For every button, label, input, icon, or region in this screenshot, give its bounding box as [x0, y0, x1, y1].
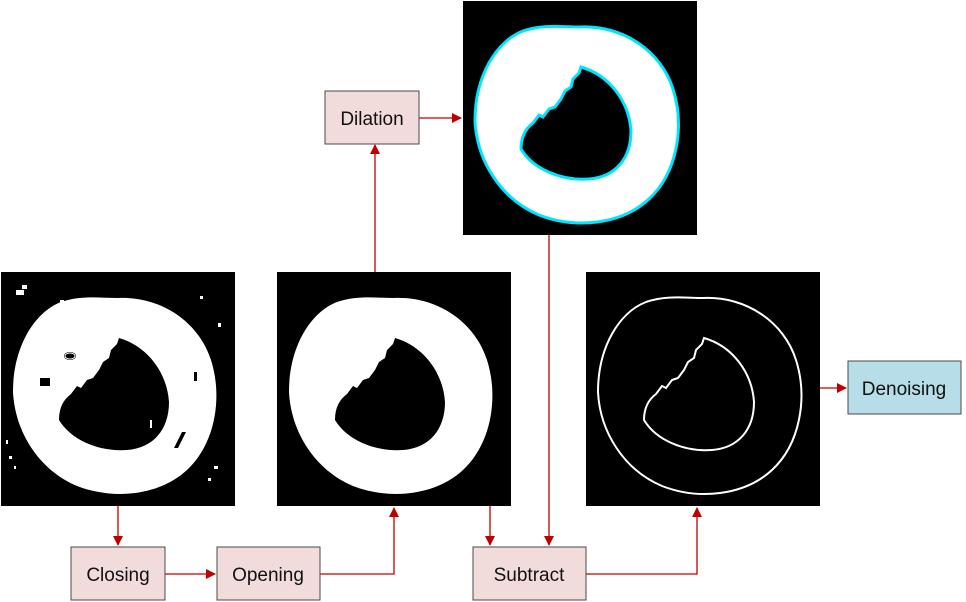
closing-step: Closing — [70, 546, 166, 601]
denoising-label: Denoising — [862, 379, 947, 400]
dilation-result-image — [463, 1, 697, 235]
flow-arrows — [113, 113, 847, 579]
opening-step: Opening — [216, 546, 321, 601]
opening-label: Opening — [232, 565, 304, 586]
opening-result-image — [277, 272, 511, 506]
arrow-opening-to-image — [320, 507, 399, 575]
arrow-subtract-to-edges — [586, 507, 702, 575]
closing-label: Closing — [86, 565, 149, 586]
denoising-step: Denoising — [847, 360, 962, 415]
subtract-step: Subtract — [472, 546, 587, 601]
input-image — [1, 272, 235, 506]
edge-result-image — [586, 272, 820, 506]
dilation-label: Dilation — [340, 109, 403, 130]
subtract-label: Subtract — [494, 565, 565, 586]
dilation-step: Dilation — [324, 90, 420, 145]
